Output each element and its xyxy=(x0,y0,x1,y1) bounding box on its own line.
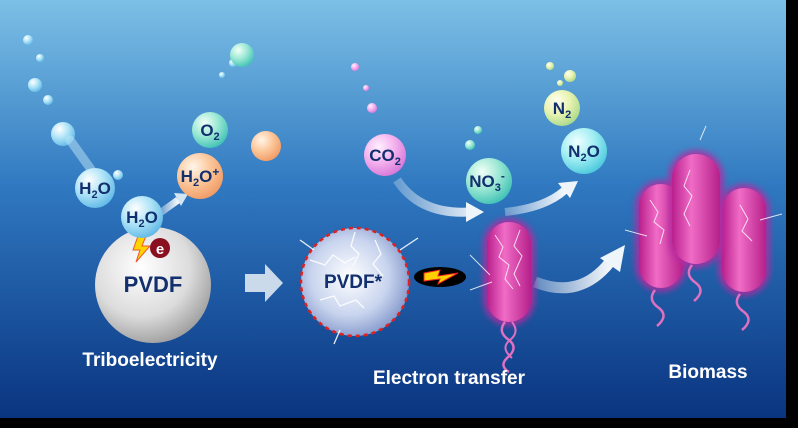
pvdf-label: PVDF xyxy=(124,272,183,297)
caption-triboelectricity: Triboelectricity xyxy=(82,350,218,371)
caption-biomass: Biomass xyxy=(668,362,747,383)
svg-text:O2: O2 xyxy=(200,121,219,143)
svg-text:H2O+: H2O+ xyxy=(181,165,220,189)
biomass-cluster xyxy=(624,125,783,331)
pvdf-sphere: PVDF xyxy=(95,227,211,343)
process-arrow xyxy=(245,264,283,302)
molecule-h2o-plus: H2O+ xyxy=(177,153,223,199)
bubble xyxy=(251,131,281,161)
molecule-no3: NO3- xyxy=(466,158,512,204)
svg-text:NO3-: NO3- xyxy=(469,169,505,194)
pvdf-star-label: PVDF* xyxy=(324,272,383,293)
svg-text:N2O: N2O xyxy=(568,142,600,164)
molecule-o2: O2 xyxy=(192,112,228,148)
molecule-h2o: H2O xyxy=(75,168,115,208)
electron-transfer-lightning-icon xyxy=(414,267,466,287)
bubble-trail xyxy=(23,35,576,180)
molecule-co2: CO2 xyxy=(364,134,406,176)
svg-text:CO2: CO2 xyxy=(369,146,401,168)
pvdf-star-sphere: PVDF* xyxy=(299,226,419,345)
molecule-n2: N2 xyxy=(544,90,580,126)
svg-text:H2O: H2O xyxy=(126,208,158,230)
bubble xyxy=(230,43,254,67)
bacterium xyxy=(469,218,535,374)
molecule-n2o: N2O xyxy=(561,128,607,174)
caption-electron-transfer: Electron transfer xyxy=(373,368,526,389)
svg-text:N2: N2 xyxy=(553,99,571,121)
svg-text:H2O: H2O xyxy=(79,179,111,201)
molecule-h2o: H2O xyxy=(121,196,163,238)
electron-label: e xyxy=(156,241,164,258)
